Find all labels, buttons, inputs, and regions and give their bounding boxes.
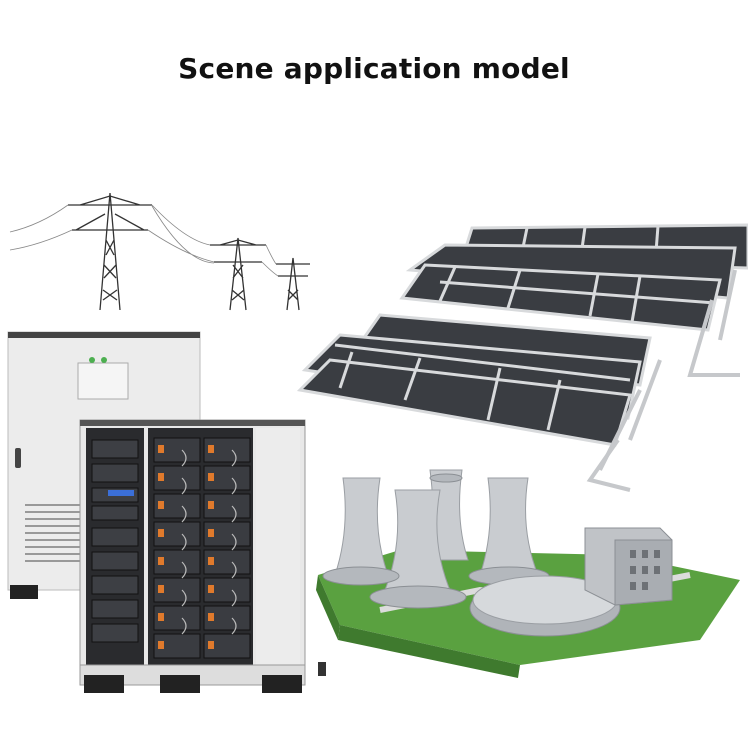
cooling-tower-icon bbox=[316, 469, 740, 678]
solar-panel-icon bbox=[296, 223, 748, 492]
page-title: Scene application model bbox=[178, 52, 570, 85]
battery-cabinet-icon bbox=[7, 331, 326, 693]
transmission-tower-icon bbox=[9, 192, 310, 311]
